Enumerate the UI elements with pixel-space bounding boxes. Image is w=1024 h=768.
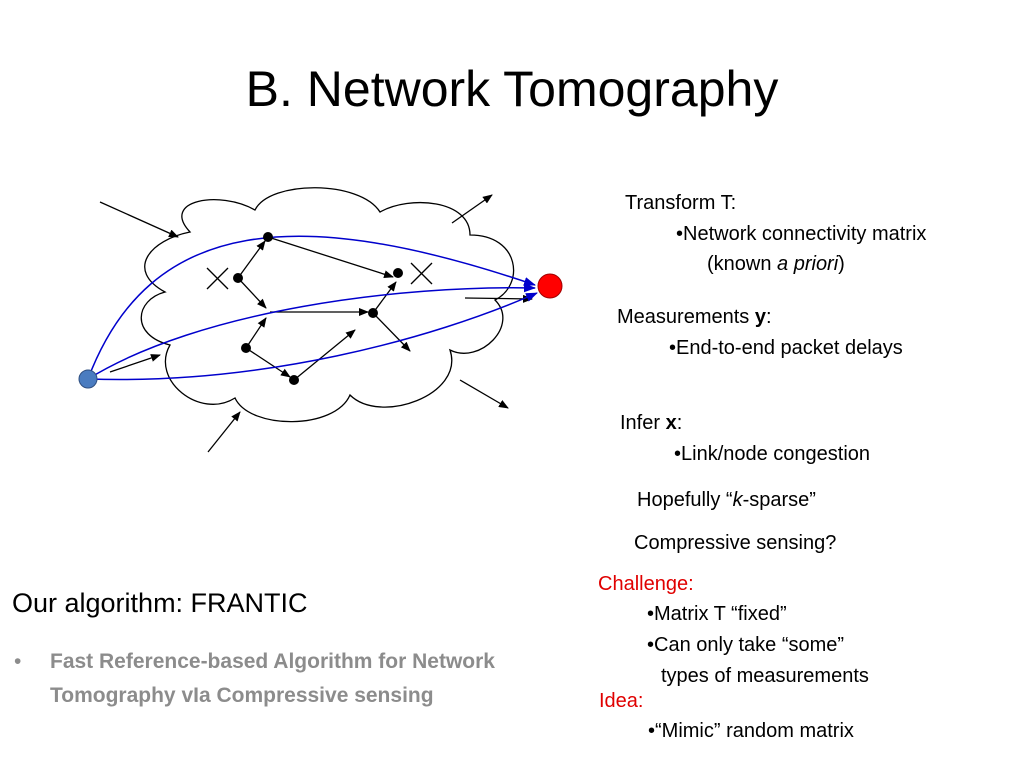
node (368, 308, 378, 318)
network-nodes (233, 232, 403, 385)
challenge-bullet-1: •Matrix T “fixed” (647, 603, 787, 625)
challenge-heading: Challenge: (598, 573, 694, 595)
probe-paths (87, 235, 538, 381)
internal-links (237, 236, 411, 381)
transform-heading: Transform T: (625, 192, 737, 214)
hopefully-sparse-text: Hopefully “k-sparse” (637, 489, 816, 511)
node (233, 273, 243, 283)
bullet-marker: • (14, 650, 22, 673)
node (393, 268, 403, 278)
node (289, 375, 299, 385)
measurements-heading: Measurements y: (617, 306, 772, 328)
node (263, 232, 273, 242)
known-a-priori-note: (known a priori) (707, 253, 845, 275)
infer-bullet: •Link/node congestion (674, 443, 871, 465)
node (241, 343, 251, 353)
external-arrows (99, 194, 533, 453)
measurements-bullet: •End-to-end packet delays (669, 337, 903, 359)
sink-node (537, 273, 563, 299)
challenge-bullet-2: •Can only take “some” (647, 634, 845, 656)
congestion-cross-marks (206, 262, 433, 290)
infer-heading: Infer x: (620, 412, 683, 434)
idea-bullet: •“Mimic” random matrix (648, 720, 854, 742)
algorithm-description: Fast Reference-based Algorithm for Netwo… (50, 650, 495, 707)
network-cloud (140, 187, 515, 423)
challenge-bullet-2-continued: types of measurements (661, 665, 869, 687)
compressive-sensing-text: Compressive sensing? (634, 532, 837, 554)
slide-title: B. Network Tomography (245, 61, 779, 117)
idea-heading: Idea: (599, 690, 644, 712)
transform-bullet: •Network connectivity matrix (676, 223, 927, 245)
algorithm-heading: Our algorithm: FRANTIC (12, 588, 308, 618)
source-node (78, 369, 98, 389)
